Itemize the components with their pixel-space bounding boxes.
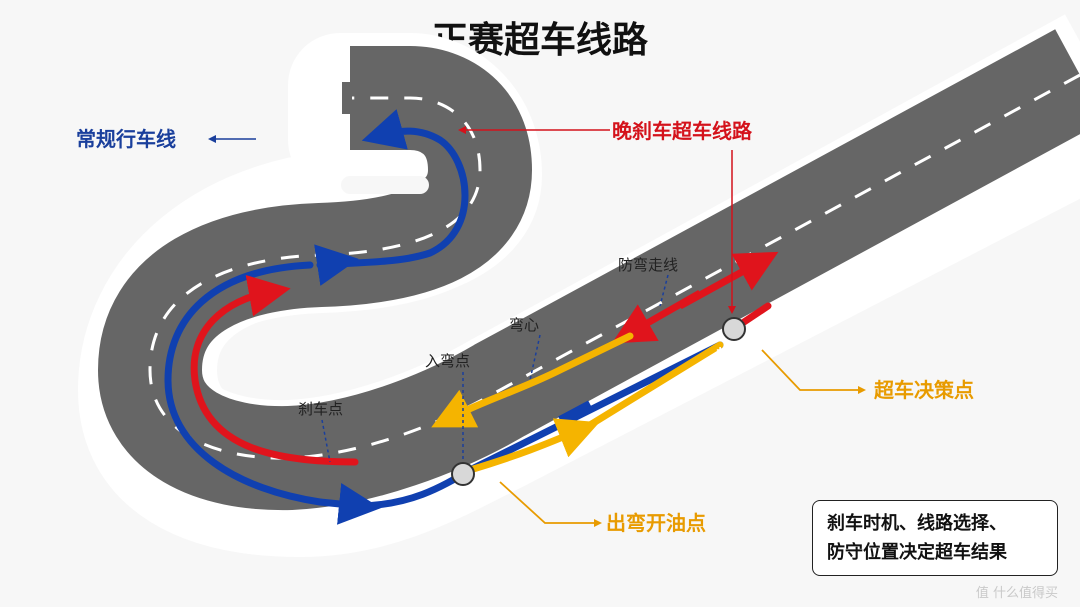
label-brake-point-outer: 刹车点 — [437, 492, 482, 510]
asphalt — [92, 24, 1080, 517]
label-exit-throttle: 出弯开油点 — [606, 511, 706, 535]
summary-line-1: 刹车时机、线路选择、 — [827, 513, 1007, 534]
label-defensive-line: 防弯走线 — [618, 256, 678, 274]
summary-box: 刹车时机、线路选择、 防守位置决定超车结果 — [812, 500, 1058, 576]
summary-line-2: 防守位置决定超车结果 — [827, 542, 1007, 563]
pointers — [208, 126, 866, 527]
label-late-brake-line: 晚刹车超车线路 — [612, 119, 753, 143]
label-defend: 封守 — [716, 346, 746, 364]
label-brake-point-inner: 刹车点 — [298, 400, 343, 418]
defend-marker — [722, 317, 746, 341]
watermark: 值 什么值得买 — [975, 586, 1058, 601]
label-normal-line: 常规行车线 — [76, 127, 176, 151]
label-apex: 弯心 — [509, 316, 539, 334]
racing-yellow-lines — [431, 332, 724, 474]
label-turn-in: 入弯点 — [425, 352, 470, 370]
brake-point-marker — [451, 462, 475, 486]
label-decision-point: 超车决策点 — [873, 378, 974, 402]
